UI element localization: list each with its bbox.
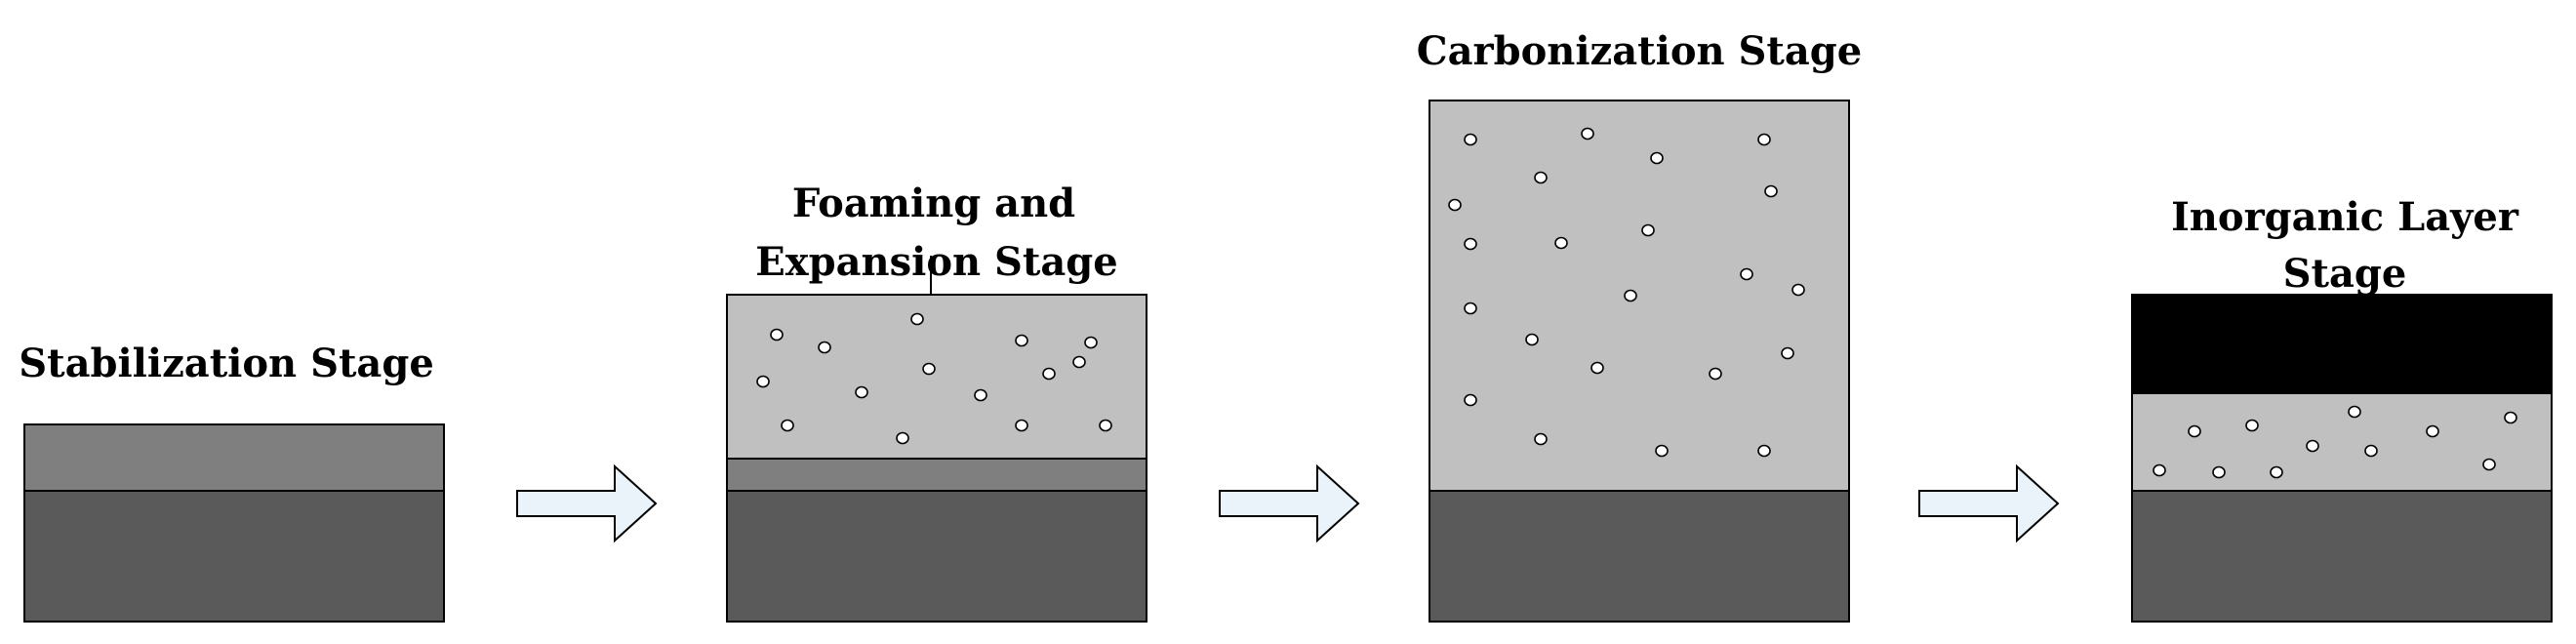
bubble: [896, 431, 909, 445]
foaming-substrate: [726, 490, 1147, 623]
inorganic-top-layer: [2131, 294, 2553, 394]
bubble: [1464, 302, 1477, 315]
bubble: [1525, 333, 1539, 346]
foaming-foam-layer: [726, 294, 1147, 460]
carbonization-title: Carbonization Stage: [1417, 28, 1862, 74]
inorganic-title-line1: Inorganic Layer: [2171, 194, 2519, 240]
bubble: [1464, 237, 1477, 251]
bubble: [1781, 346, 1794, 360]
bubble: [1709, 367, 1722, 381]
bubble: [1757, 444, 1771, 458]
foaming-coating-layer: [726, 458, 1147, 492]
bubble: [1042, 367, 1056, 381]
bubble: [2212, 465, 2226, 479]
bubble: [1015, 334, 1028, 347]
bubble: [818, 341, 831, 354]
arrow-2: [1219, 463, 1360, 543]
bubble: [1590, 361, 1604, 375]
stage-inorganic: Inorganic Layer Stage: [2131, 194, 2553, 623]
bubble: [1624, 289, 1637, 302]
bubble: [2504, 411, 2517, 424]
carbonization-substrate: [1429, 490, 1850, 623]
bubble: [781, 419, 794, 432]
bubble: [855, 385, 868, 399]
foaming-title-line2: Expansion Stage: [755, 239, 1117, 285]
inorganic-bubbles: [2153, 405, 2517, 479]
bubble: [2188, 424, 2201, 438]
foaming-title-line1: Foaming and: [792, 181, 1075, 226]
foaming-bubbles: [756, 312, 1112, 445]
bubble: [1655, 444, 1669, 458]
bubble: [1554, 236, 1568, 250]
arrow-3: [1918, 463, 2060, 543]
bubble: [1534, 171, 1548, 184]
bubble: [1448, 198, 1462, 212]
bubble: [1015, 419, 1028, 432]
carbonization-bubbles: [1448, 127, 1805, 458]
stage-foaming: Foaming and Expansion Stage: [726, 181, 1147, 623]
bubble: [2348, 405, 2361, 419]
bubble: [2153, 463, 2166, 477]
bubble: [1757, 133, 1771, 146]
bubble: [1764, 184, 1778, 198]
inorganic-substrate: [2131, 490, 2553, 623]
bubble: [770, 328, 784, 342]
bubble: [1534, 432, 1548, 446]
stage-carbonization: Carbonization Stage: [1417, 28, 1862, 623]
stage-stabilization: Stabilization Stage: [19, 341, 445, 623]
bubble: [1072, 355, 1086, 369]
bubble: [2306, 439, 2319, 453]
bubble: [2270, 465, 2283, 479]
bubble: [756, 375, 770, 388]
stabilization-coating-layer: [23, 423, 445, 492]
bubble: [1464, 133, 1477, 146]
bubble: [1099, 419, 1112, 432]
bubble: [2364, 444, 2378, 458]
bubble: [1650, 151, 1664, 165]
bubble: [1084, 336, 1098, 349]
bubble: [910, 312, 924, 326]
bubble: [1740, 267, 1753, 281]
arrow-1: [516, 463, 658, 543]
bubble: [1581, 127, 1594, 141]
bubble: [2245, 419, 2259, 432]
bubble: [1641, 223, 1655, 237]
stabilization-title: Stabilization Stage: [19, 341, 434, 386]
bubble: [922, 362, 936, 376]
bubble: [974, 388, 987, 402]
bubble: [1791, 283, 1805, 297]
stabilization-substrate: [23, 490, 445, 623]
inorganic-char-layer: [2131, 392, 2553, 492]
bubble: [2482, 458, 2496, 471]
bubble: [1464, 393, 1477, 407]
inorganic-title-line2: Stage: [2283, 251, 2407, 297]
bubble: [2426, 424, 2439, 438]
carbonization-char-layer: [1429, 100, 1850, 492]
